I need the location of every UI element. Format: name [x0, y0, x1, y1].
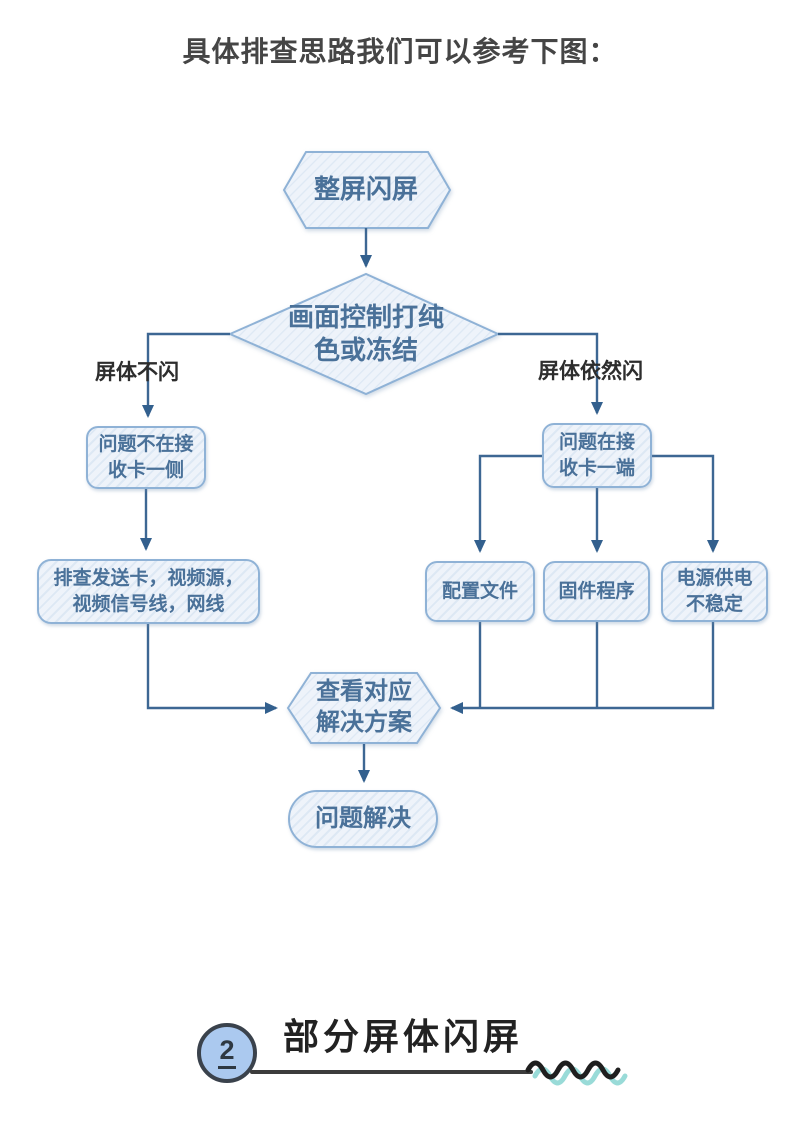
node-line: 收卡一侧 — [107, 459, 184, 481]
node-check-sending: 排查发送卡，视频源， 视频信号线，网线 — [37, 559, 260, 624]
connector-decision-to-right-box — [498, 332, 603, 415]
node-decision: 画面控制打纯 色或冻结 — [266, 302, 466, 366]
section-number-underline — [218, 1066, 236, 1069]
section-number: 2 — [219, 1035, 235, 1065]
branch-label-left: 屏体不闪 — [95, 361, 179, 384]
node-receiving-side: 问题在接 收卡一端 — [542, 423, 652, 488]
node-view-solution-line2: 解决方案 — [316, 709, 412, 736]
node-view-solution-line1: 查看对应 — [316, 678, 412, 706]
node-line: 固件程序 — [558, 580, 635, 602]
start-hexagon-shape — [282, 151, 452, 229]
node-line: 问题在接 — [558, 432, 635, 454]
node-line: 配置文件 — [441, 580, 518, 602]
node-start: 整屏闪屏 — [290, 154, 442, 226]
node-line: 排查发送卡，视频源， — [53, 568, 244, 590]
section-rule-line — [250, 1070, 533, 1074]
connector-power-to-solution — [450, 622, 715, 714]
connector-rightbox-to-power — [652, 454, 719, 553]
node-not-receiving-side: 问题不在接 收卡一侧 — [86, 426, 206, 489]
page-title: 具体排查思路我们可以参考下图： — [182, 36, 618, 67]
section-heading: 部分屏体闪屏 — [283, 1016, 524, 1057]
node-solved: 问题解决 — [288, 790, 438, 848]
node-line: 问题不在接 — [98, 434, 194, 456]
node-line: 不稳定 — [685, 593, 743, 615]
node-line: 电源供电 — [676, 568, 753, 590]
view-solution-hexagon-shape — [286, 672, 442, 744]
node-config-file: 配置文件 — [425, 561, 535, 622]
wave-black — [525, 1060, 621, 1080]
node-power-supply: 电源供电 不稳定 — [661, 561, 768, 622]
branch-label-right: 屏体依然闪 — [538, 360, 643, 383]
node-line: 视频信号线，网线 — [72, 593, 225, 615]
node-line: 问题解决 — [315, 805, 411, 833]
node-line: 收卡一端 — [558, 457, 635, 479]
node-view-solution: 查看对应 解决方案 — [296, 676, 432, 740]
connector-decision-to-left-box — [142, 332, 230, 418]
node-start-label: 整屏闪屏 — [313, 174, 418, 205]
node-decision-line2: 色或冻结 — [313, 335, 418, 365]
node-firmware: 固件程序 — [543, 561, 650, 622]
connector-check-sending-to-solution — [146, 624, 278, 714]
section-number-badge: 2 — [197, 1023, 257, 1083]
connector-rightbox-to-config — [474, 454, 542, 553]
node-decision-line1: 画面控制打纯 — [287, 301, 444, 332]
wavy-underline-decoration — [525, 1060, 628, 1086]
